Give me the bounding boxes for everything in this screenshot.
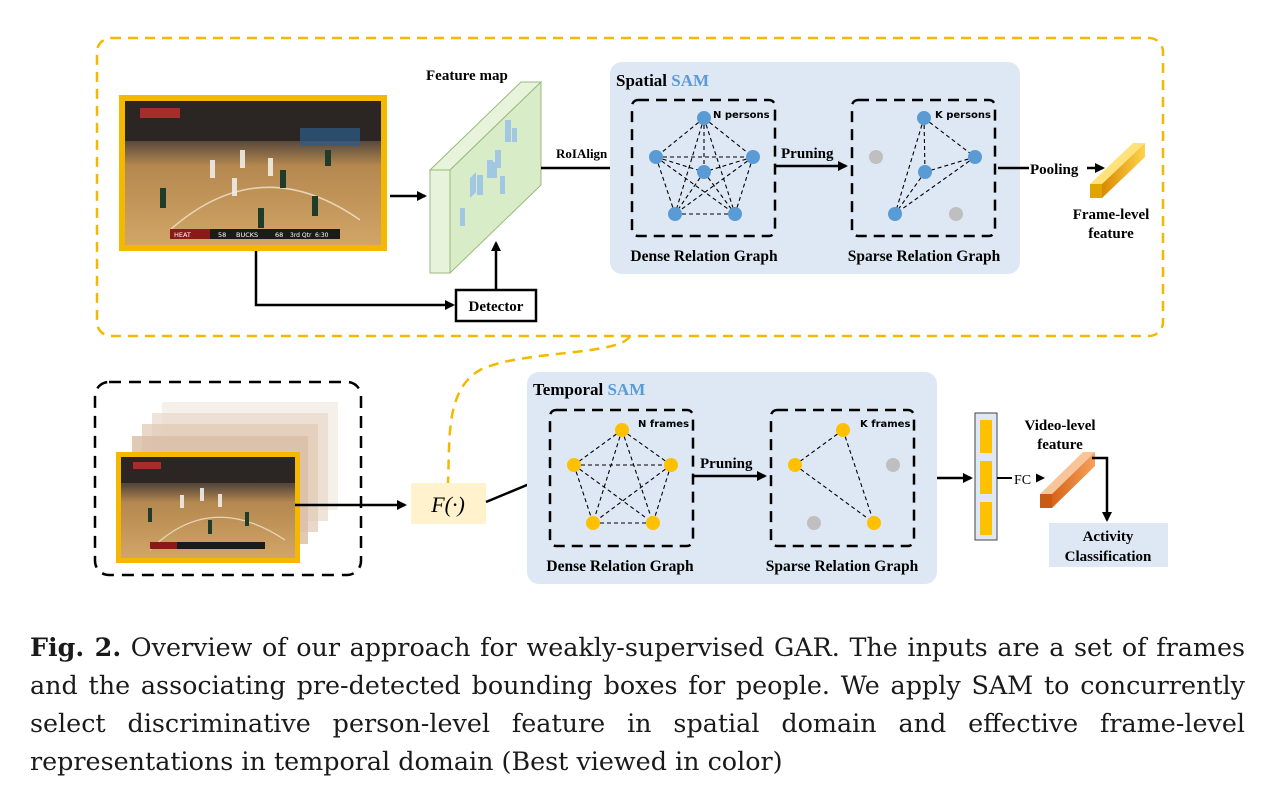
spatial-dense-tag: N persons: [713, 110, 770, 121]
video-feature-label-1: Video-level: [1024, 418, 1095, 434]
temporal-feature-vector: [974, 412, 998, 541]
figure-label: Fig. 2.: [30, 632, 122, 662]
arrow-to-classification: [1092, 456, 1112, 522]
activity-classification-box: [1049, 523, 1168, 567]
feature-map: [428, 80, 543, 275]
video-feature-label-2: feature: [1037, 437, 1083, 453]
scoreboard-clock: 6:30: [315, 232, 329, 239]
fc-label: FC: [1014, 473, 1031, 488]
spatial-pruning-label: Pruning: [781, 146, 834, 162]
temporal-dense-graph: [548, 408, 695, 548]
spatial-sam-panel: [610, 62, 1020, 274]
f-function-label: F(·): [430, 492, 465, 517]
temporal-sam-title: Temporal SAM: [533, 380, 645, 399]
roialign-label: RoIAlign: [556, 146, 608, 161]
frame-feature-label-2: feature: [1088, 226, 1134, 242]
frame-stack: [116, 402, 338, 563]
feature-map-label: Feature map: [426, 68, 508, 84]
spatial-sparse-label: Sparse Relation Graph: [848, 248, 1001, 265]
temporal-sparse-graph: [769, 408, 916, 548]
scoreboard-team2: BUCKS: [236, 231, 258, 239]
temporal-frames-container: [93, 380, 363, 577]
connector-spatial-to-f: [446, 335, 632, 484]
pooling-label: Pooling: [1030, 162, 1079, 178]
caption-text: Overview of our approach for weakly-supe…: [30, 632, 1245, 776]
temporal-pruning-label: Pruning: [700, 456, 753, 472]
scoreboard-score1: 58: [218, 231, 226, 239]
activity-label-2: Classification: [1065, 549, 1152, 565]
architecture-diagram: HEAT 58 BUCKS 68 3rd Qtr 6:30 Feature ma…: [93, 36, 1168, 584]
frame-level-feature-bar: [1090, 143, 1145, 198]
scoreboard-score2: 68: [275, 231, 283, 239]
spatial-sparse-graph: [850, 98, 997, 238]
video-level-feature-bar: [1040, 452, 1095, 508]
frame-feature-label-1: Frame-level: [1073, 207, 1150, 223]
figure-caption: Fig. 2. Overview of our approach for wea…: [30, 628, 1245, 780]
detector-label: Detector: [469, 299, 524, 315]
temporal-dense-label: Dense Relation Graph: [546, 558, 694, 575]
scoreboard-quarter: 3rd Qtr: [290, 232, 312, 239]
temporal-sam-panel: [527, 372, 937, 584]
spatial-dense-label: Dense Relation Graph: [630, 248, 778, 265]
activity-label-1: Activity: [1083, 529, 1134, 545]
temporal-dense-tag: N frames: [638, 419, 689, 430]
temporal-sparse-label: Sparse Relation Graph: [766, 558, 919, 575]
spatial-sparse-tag: K persons: [935, 110, 991, 121]
f-function-box: [411, 483, 486, 524]
spatial-sam-title: Spatial SAM: [616, 71, 709, 90]
arrow-frame-to-detector: [254, 251, 455, 310]
spatial-dense-graph: [630, 98, 777, 238]
scoreboard-team1: HEAT: [174, 231, 191, 239]
spatial-input-frame: HEAT 58 BUCKS 68 3rd Qtr 6:30: [119, 95, 387, 251]
temporal-sparse-tag: K frames: [860, 419, 910, 430]
